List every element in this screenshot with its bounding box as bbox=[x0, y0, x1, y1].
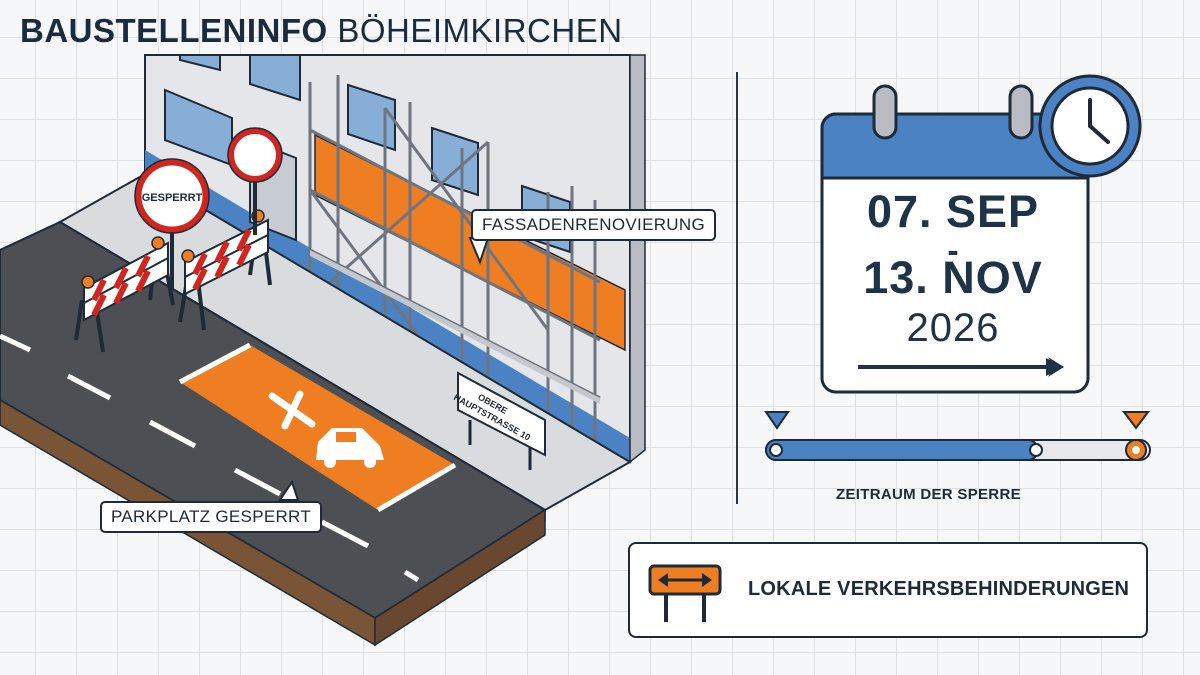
timeline-label: ZEITRAUM DER SPERRE bbox=[836, 486, 1021, 503]
page-title: BAUSTELLENINFO BÖHEIMKIRCHEN bbox=[20, 12, 623, 50]
notice-text: LOKALE VERKEHRSBEHINDERUNGEN bbox=[748, 578, 1130, 600]
clock-icon bbox=[1038, 74, 1142, 178]
start-marker-icon bbox=[764, 411, 790, 430]
barrier-left bbox=[74, 236, 175, 353]
lane-markings bbox=[0, 333, 420, 583]
start-date: 07. SEP bbox=[866, 186, 1040, 237]
section-divider bbox=[736, 72, 738, 504]
parking-callout: PARKPLATZ GESPERRT bbox=[100, 501, 323, 533]
sign-gesperrt-text: GESPERRT bbox=[142, 192, 203, 204]
detour-sign-icon bbox=[648, 564, 722, 622]
title-main: BAUSTELLENINFO bbox=[20, 12, 328, 49]
prohibition-sign-icon bbox=[227, 127, 283, 235]
car-icon bbox=[316, 428, 384, 468]
title-location: BÖHEIMKIRCHEN bbox=[337, 12, 623, 49]
end-date: 13. NOV bbox=[863, 252, 1043, 303]
date-separator: - bbox=[947, 232, 959, 270]
end-marker-icon bbox=[1122, 411, 1150, 430]
year: 2026 bbox=[906, 306, 1000, 350]
no-entry-sign-icon: GESPERRT bbox=[134, 158, 210, 290]
barrier-right bbox=[178, 209, 272, 331]
calendar-icon bbox=[820, 74, 1142, 394]
parking-bay bbox=[178, 342, 457, 513]
timeline-bar bbox=[764, 411, 1151, 461]
no-parking-icon bbox=[268, 390, 316, 430]
traffic-notice: LOKALE VERKEHRSBEHINDERUNGEN bbox=[628, 542, 1148, 638]
scaffold-plank bbox=[310, 250, 600, 404]
facade-callout: FASSADENRENOVIERUNG bbox=[471, 209, 716, 241]
